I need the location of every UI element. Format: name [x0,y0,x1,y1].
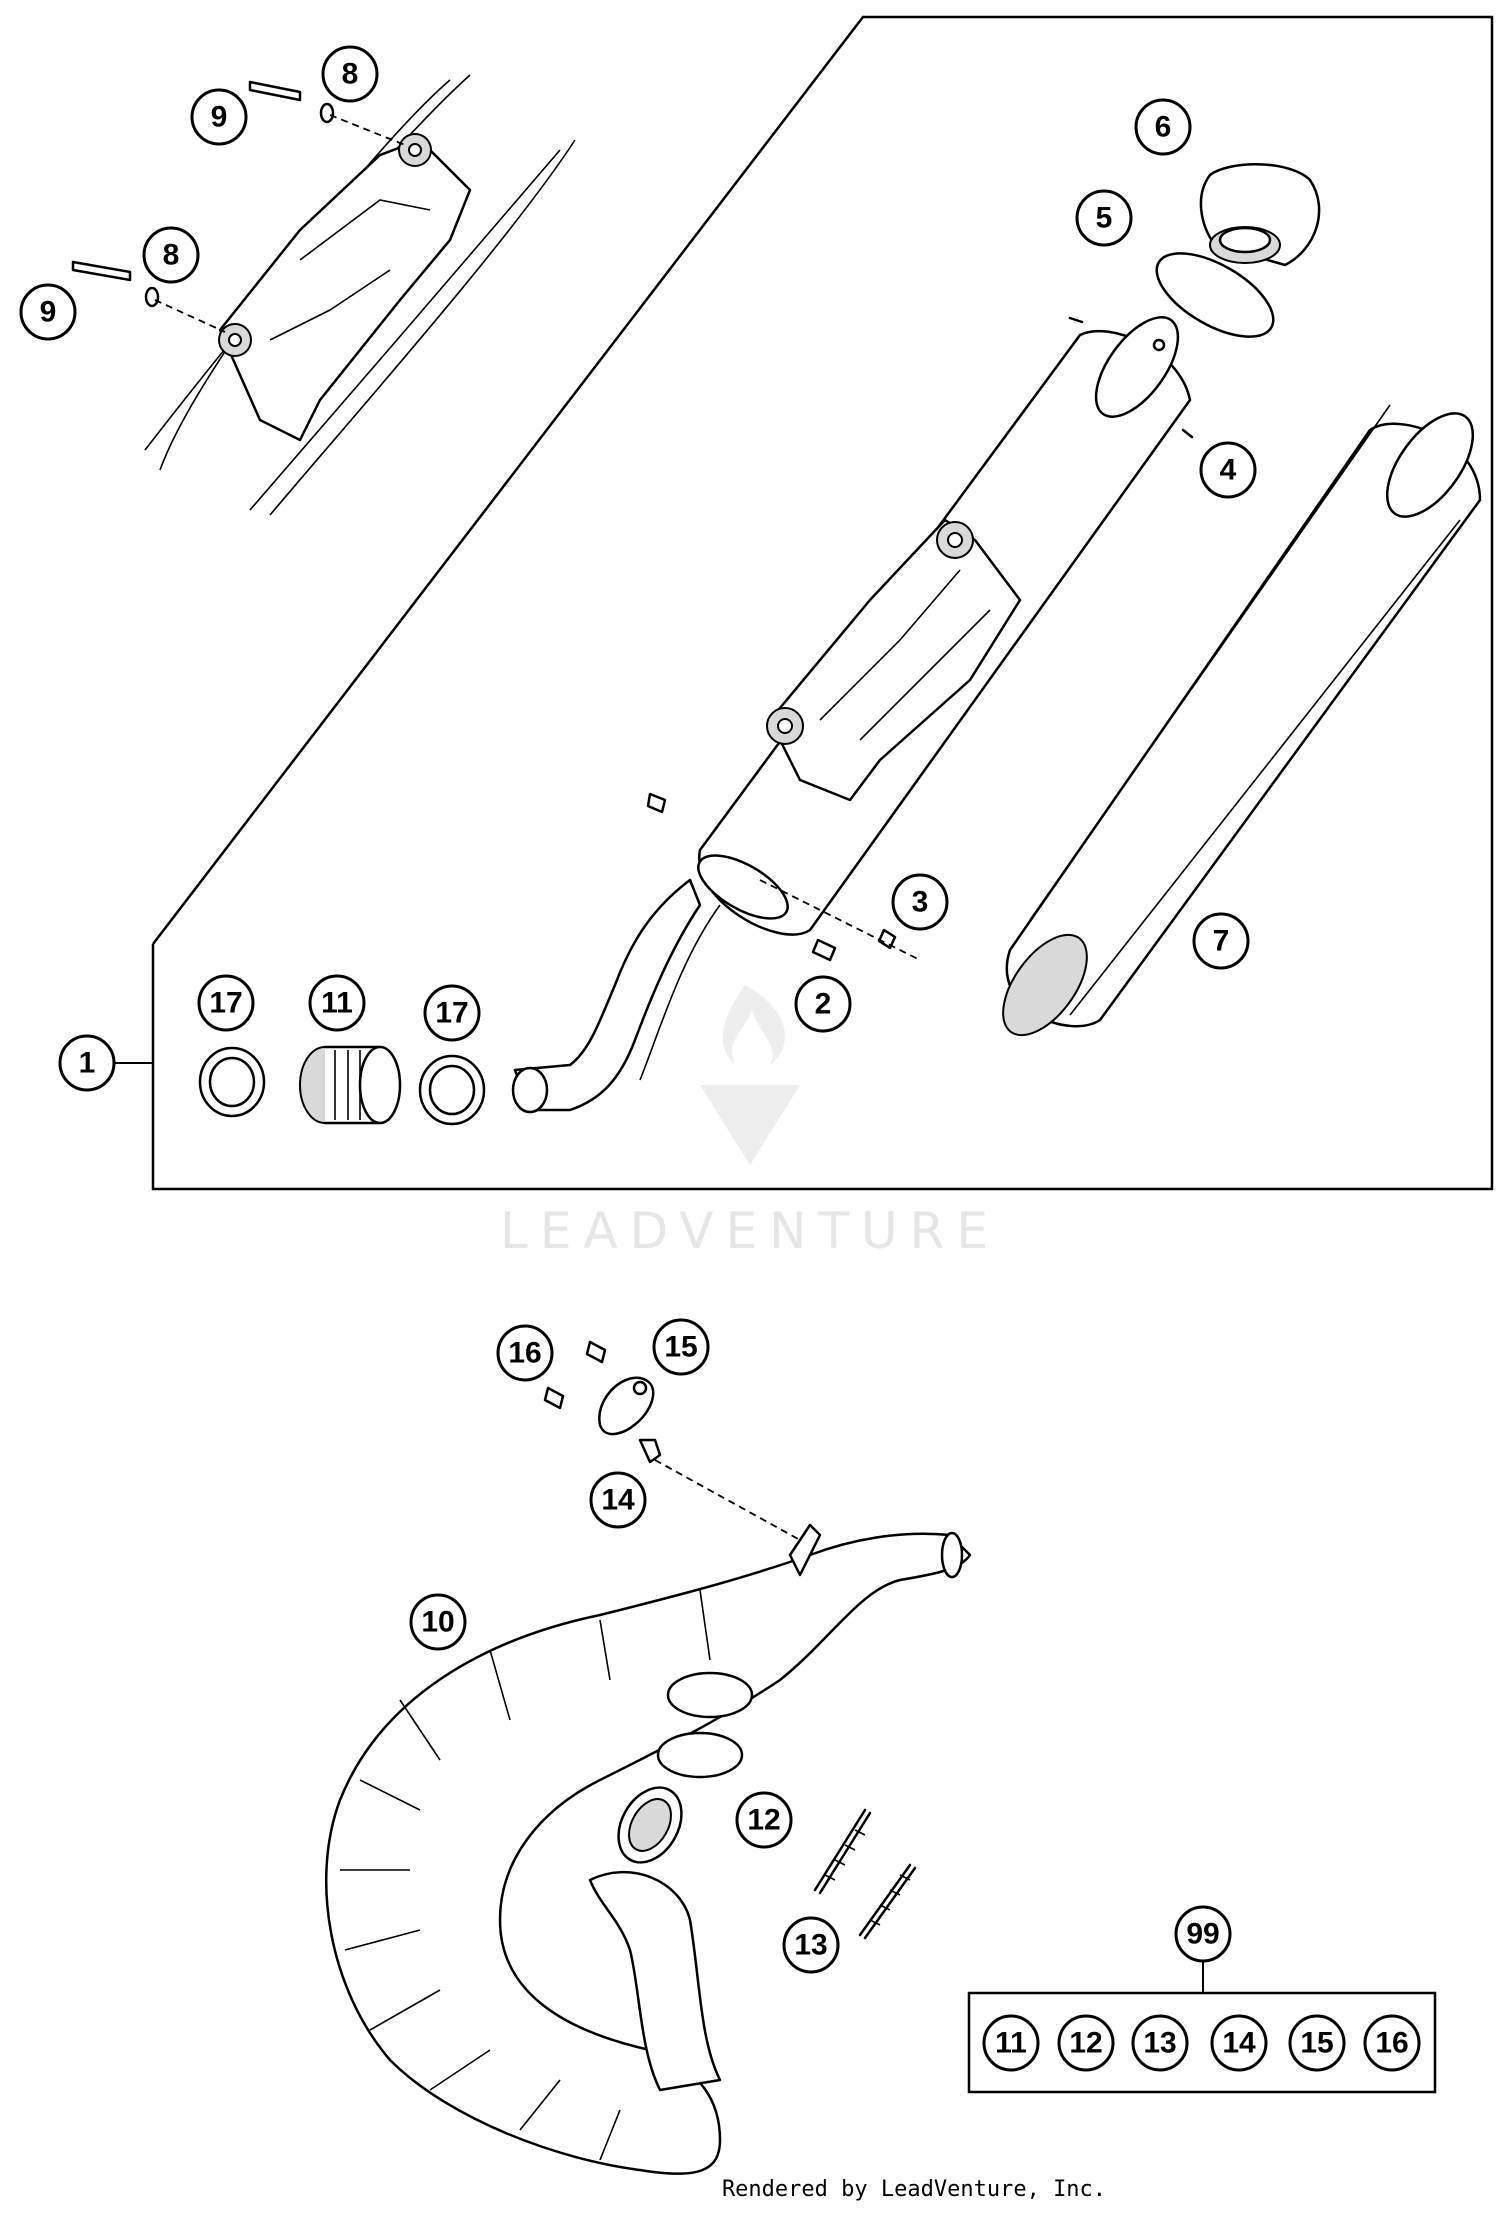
callout-c5-label: 5 [1096,202,1113,235]
callout-c10-label: 10 [421,1606,454,1639]
callout-c7: 7 [1192,912,1250,970]
silencer-sleeve [1002,404,1482,1037]
callout-c7-circle [1192,912,1250,970]
callout-c1-label: 1 [79,1047,96,1080]
callout-c14-label: 14 [601,1484,635,1517]
callout-c17a-label: 17 [209,987,242,1020]
callout-c6: 6 [1134,98,1192,156]
callout-c16: 16 [496,1324,554,1382]
expansion-chamber [325,1523,972,2175]
callout-c10: 10 [409,1593,467,1651]
callout-c15-label: 15 [664,1331,697,1364]
kit-item-16: 16 [1363,2014,1421,2072]
springs [813,1808,917,1940]
gaskets [656,1671,754,1779]
callout-c16-circle [496,1324,554,1382]
callout-c99: 99 [1174,1905,1232,1963]
callout-c9a-circle [190,88,248,146]
callout-c3: 3 [891,873,949,931]
kit-item-11-label: 11 [995,2027,1027,2060]
callout-c8a: 8 [321,45,379,103]
kit-item-16-circle [1363,2014,1421,2072]
callout-c14: 14 [589,1471,647,1529]
callout-c6-label: 6 [1155,111,1172,144]
callout-c9b: 9 [19,283,77,341]
callout-c9a: 9 [190,88,248,146]
callout-c1-circle [58,1034,116,1092]
leadventure-watermark: LEADVENTURE [500,985,1000,1260]
callout-c13: 13 [782,1916,840,1974]
callout-c8b-label: 8 [163,239,180,272]
kit-item-14: 14 [1210,2014,1268,2072]
callout-c8a-circle [321,45,379,103]
kit-item-16-label: 16 [1375,2027,1408,2060]
callout-c5: 5 [1075,189,1133,247]
callout-c4: 4 [1199,441,1257,499]
callout-c99-label: 99 [1186,1918,1219,1951]
bolt-and-washer [759,879,921,962]
kit-item-12-label: 12 [1069,2027,1102,2060]
callout-c4-label: 4 [1220,454,1237,487]
callout-c10-circle [409,1593,467,1651]
callout-c17b-label: 17 [435,997,468,1030]
callout-c8a-label: 8 [342,58,359,91]
callout-c17a: 17 [197,974,255,1032]
kit-item-11: 11 [982,2014,1040,2072]
callout-c17a-circle [197,974,255,1032]
kit-item-15: 15 [1288,2014,1346,2072]
callout-c99-circle [1174,1905,1232,1963]
kit-item-12-circle [1057,2014,1115,2072]
kit-item-12: 12 [1057,2014,1115,2072]
callout-c11: 11 [308,974,366,1032]
callout-c13-circle [782,1916,840,1974]
watermark-text: LEADVENTURE [500,1202,1000,1260]
callout-c9b-label: 9 [40,296,57,329]
callout-c2-label: 2 [815,988,832,1021]
callout-c9b-circle [19,283,77,341]
kit-item-13-label: 13 [1143,2027,1176,2060]
callout-c11-circle [308,974,366,1032]
kit-item-13-circle [1131,2014,1189,2072]
callout-c12-circle [735,1791,793,1849]
kit-item-13: 13 [1131,2014,1189,2072]
footer-credit: Rendered by LeadVenture, Inc. [722,2177,1106,2202]
kit-item-14-label: 14 [1222,2027,1256,2060]
callout-c15-circle [652,1318,710,1376]
callout-c17b: 17 [423,984,481,1042]
kit-item-11-circle [982,2014,1040,2072]
callout-c14-circle [589,1471,647,1529]
callout-c9a-label: 9 [211,101,228,134]
callout-c17b-circle [423,984,481,1042]
muffler-inlet-pipe [511,854,789,1114]
callout-c6-circle [1134,98,1192,156]
bracket-detail-inset [71,74,576,516]
callout-c2-circle [794,975,852,1033]
muffler-body [646,316,1194,936]
callout-c3-label: 3 [912,886,929,919]
callout-c2: 2 [794,975,852,1033]
callout-c4-circle [1199,441,1257,499]
callout-c3-circle [891,873,949,931]
assembly-frame [151,15,1494,1191]
callout-c15: 15 [652,1318,710,1376]
kit-item-15-label: 15 [1300,2027,1333,2060]
end-cap [1155,163,1321,338]
callout-c5-circle [1075,189,1133,247]
callout-c12: 12 [735,1791,793,1849]
callout-c12-label: 12 [747,1804,780,1837]
callout-c11-label: 11 [321,987,353,1020]
rings-and-sleeve [198,1045,486,1126]
callout-c1: 1 [58,1034,116,1092]
kit-item-14-circle [1210,2014,1268,2072]
callout-c16-label: 16 [508,1337,541,1370]
mounting-hardware [543,1340,801,1541]
kit-item-15-circle [1288,2014,1346,2072]
callout-c13-label: 13 [794,1929,827,1962]
callout-c8b-circle [142,226,200,284]
callout-c7-label: 7 [1213,925,1230,958]
callout-c8b: 8 [142,226,200,284]
